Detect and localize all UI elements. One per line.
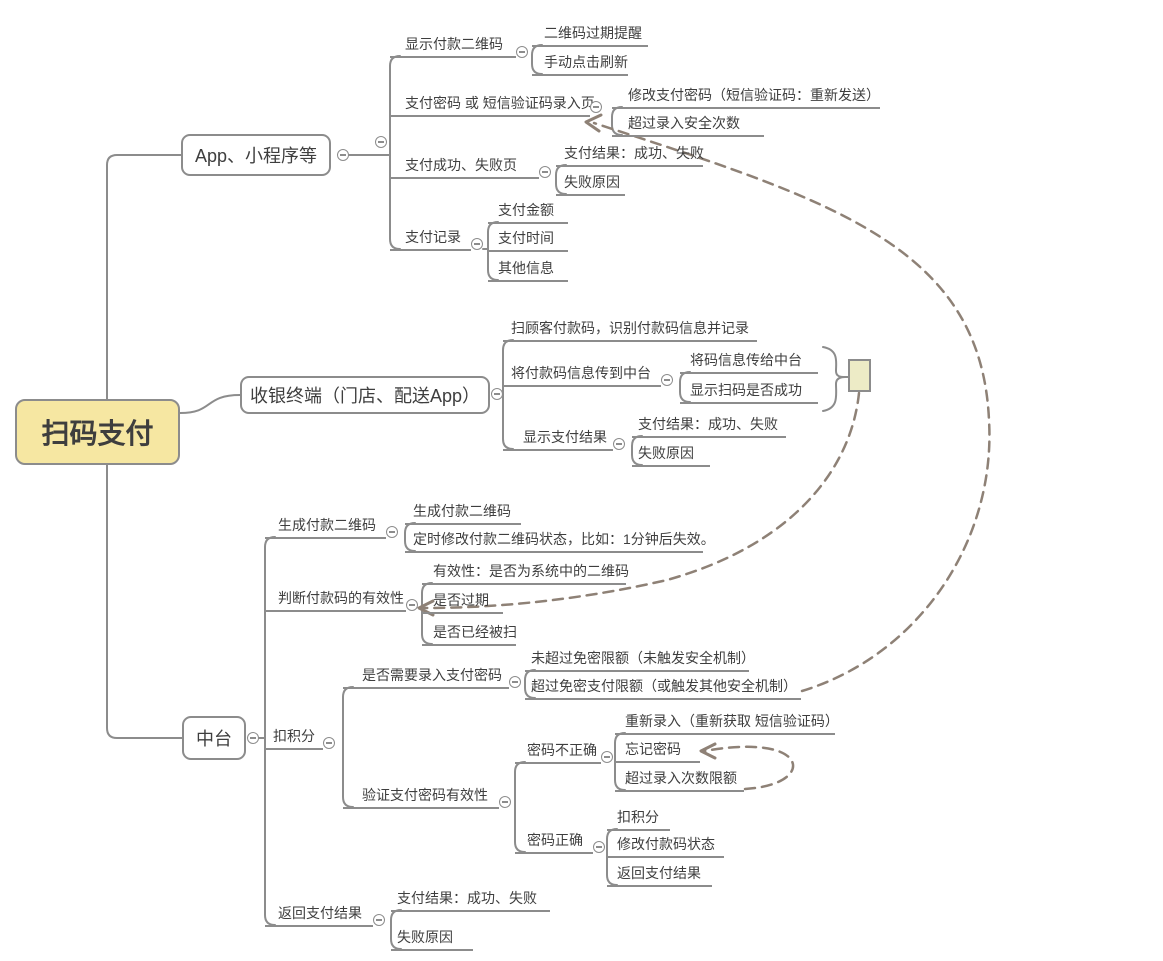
topic-send-code-info[interactable]: 将码信息传给中台	[680, 350, 818, 374]
topic-under-free-limit[interactable]: 未超过免密限额（未触发安全机制）	[525, 648, 755, 672]
topic-scheduled-qr-invalidate[interactable]: 定时修改付款二维码状态，比如：1分钟后失效。	[405, 529, 715, 553]
collapse-button-password-incorrect[interactable]	[601, 751, 613, 763]
topic-password-correct[interactable]: 密码正确	[515, 830, 593, 854]
topic-result-success-fail-mid[interactable]: 支付结果：成功、失败	[391, 888, 550, 912]
topic-failure-reason-app[interactable]: 失败原因	[556, 172, 625, 196]
collapse-button-show-result[interactable]	[613, 438, 625, 450]
topic-verify-password[interactable]: 验证支付密码有效性	[343, 785, 499, 809]
topic-qr-expired-reminder[interactable]: 二维码过期提醒	[532, 23, 648, 47]
topic-exceed-safe-entry-count[interactable]: 超过录入安全次数	[612, 113, 764, 137]
arrow-note-to-validate-code	[422, 391, 861, 610]
topic-over-free-limit[interactable]: 超过免密支付限额（或触发其他安全机制）	[525, 676, 801, 700]
topic-send-code-info-to-middle[interactable]: 将付款码信息传到中台	[503, 363, 661, 387]
collapse-button-verify-password[interactable]	[499, 796, 511, 808]
topic-payment-result-page[interactable]: 支付成功、失败页	[390, 155, 539, 179]
topic-scanned-check[interactable]: 是否已经被扫	[422, 622, 517, 646]
collapse-button-app[interactable]	[337, 149, 349, 161]
connector-root-middle	[106, 464, 183, 739]
topic-payment-password-entry-page[interactable]: 支付密码 或 短信验证码录入页	[390, 93, 595, 117]
arrowhead-to-password-page	[584, 113, 603, 133]
collapse-button-need-password[interactable]	[509, 676, 521, 688]
arrow-entry-limit-to-forgot-password	[703, 745, 795, 791]
topic-return-result-sub[interactable]: 返回支付结果	[607, 863, 712, 887]
topic-validate-code[interactable]: 判断付款码的有效性	[265, 588, 406, 612]
arrowhead-to-forgot-password	[699, 742, 717, 760]
topic-payment-amount[interactable]: 支付金额	[488, 200, 568, 224]
topic-show-payment-result[interactable]: 显示支付结果	[503, 427, 613, 451]
collapse-button-middle[interactable]	[247, 732, 259, 744]
topic-exceed-entry-limit[interactable]: 超过录入次数限额	[615, 768, 744, 792]
collapse-button-password-page[interactable]	[590, 101, 602, 113]
topic-manual-refresh[interactable]: 手动点击刷新	[532, 52, 628, 76]
connector-root-app	[106, 154, 182, 400]
topic-need-password-entry[interactable]: 是否需要录入支付密码	[343, 665, 509, 689]
collapse-button-records[interactable]	[471, 238, 483, 250]
topic-reenter-password[interactable]: 重新录入（重新获取 短信验证码）	[615, 711, 839, 735]
topic-other-info[interactable]: 其他信息	[488, 258, 568, 282]
topic-payment-time[interactable]: 支付时间	[488, 228, 568, 252]
topic-deduct-points-sub[interactable]: 扣积分	[607, 807, 670, 831]
topic-result-success-fail-pos[interactable]: 支付结果：成功、失败	[632, 414, 786, 438]
collapse-button-send-info[interactable]	[661, 374, 673, 386]
collapse-button-validate-code[interactable]	[406, 599, 418, 611]
topic-password-incorrect[interactable]: 密码不正确	[515, 740, 601, 764]
topic-validity-system-qr[interactable]: 有效性：是否为系统中的二维码	[422, 561, 629, 585]
topic-result-success-fail-app[interactable]: 支付结果：成功、失败	[556, 143, 704, 167]
collapse-button-app-trunk[interactable]	[375, 136, 387, 148]
topic-return-payment-result[interactable]: 返回支付结果	[265, 903, 373, 927]
topic-app-mini-program[interactable]: App、小程序等	[181, 134, 331, 176]
collapse-button-deduct-points[interactable]	[323, 737, 335, 749]
topic-middle-platform[interactable]: 中台	[182, 716, 246, 760]
summary-brace	[822, 346, 849, 412]
topic-failure-reason-mid[interactable]: 失败原因	[391, 927, 473, 951]
collapse-button-password-correct[interactable]	[593, 841, 605, 853]
topic-change-payment-password[interactable]: 修改支付密码（短信验证码：重新发送）	[612, 85, 880, 109]
connector-root-cashier	[179, 394, 241, 414]
topic-cashier-terminal[interactable]: 收银终端（门店、配送App）	[240, 376, 490, 414]
topic-generate-qr-sub[interactable]: 生成付款二维码	[405, 501, 521, 525]
collapse-button-show-qr[interactable]	[516, 46, 528, 58]
collapse-button-cashier[interactable]	[491, 388, 503, 400]
topic-deduct-points[interactable]: 扣积分	[265, 726, 323, 750]
topic-show-scan-result[interactable]: 显示扫码是否成功	[680, 380, 818, 404]
topic-show-payment-qr[interactable]: 显示付款二维码	[390, 34, 516, 58]
topic-root[interactable]: 扫码支付	[15, 399, 180, 465]
topic-scan-customer-code[interactable]: 扫顾客付款码，识别付款码信息并记录	[503, 318, 757, 342]
summary-note-icon[interactable]	[848, 359, 871, 392]
topic-generate-qr[interactable]: 生成付款二维码	[265, 515, 386, 539]
collapse-button-return-result[interactable]	[373, 914, 385, 926]
topic-forgot-password[interactable]: 忘记密码	[615, 739, 700, 763]
arrow-over-limit-to-password-page	[592, 121, 991, 693]
topic-update-code-status[interactable]: 修改付款码状态	[607, 834, 724, 858]
collapse-button-result-page[interactable]	[539, 166, 551, 178]
topic-expired-check[interactable]: 是否过期	[422, 590, 503, 614]
collapse-button-generate-qr[interactable]	[386, 526, 398, 538]
topic-failure-reason-pos[interactable]: 失败原因	[632, 443, 710, 467]
topic-payment-records[interactable]: 支付记录	[390, 227, 471, 251]
connector-trunk-app	[389, 55, 401, 250]
